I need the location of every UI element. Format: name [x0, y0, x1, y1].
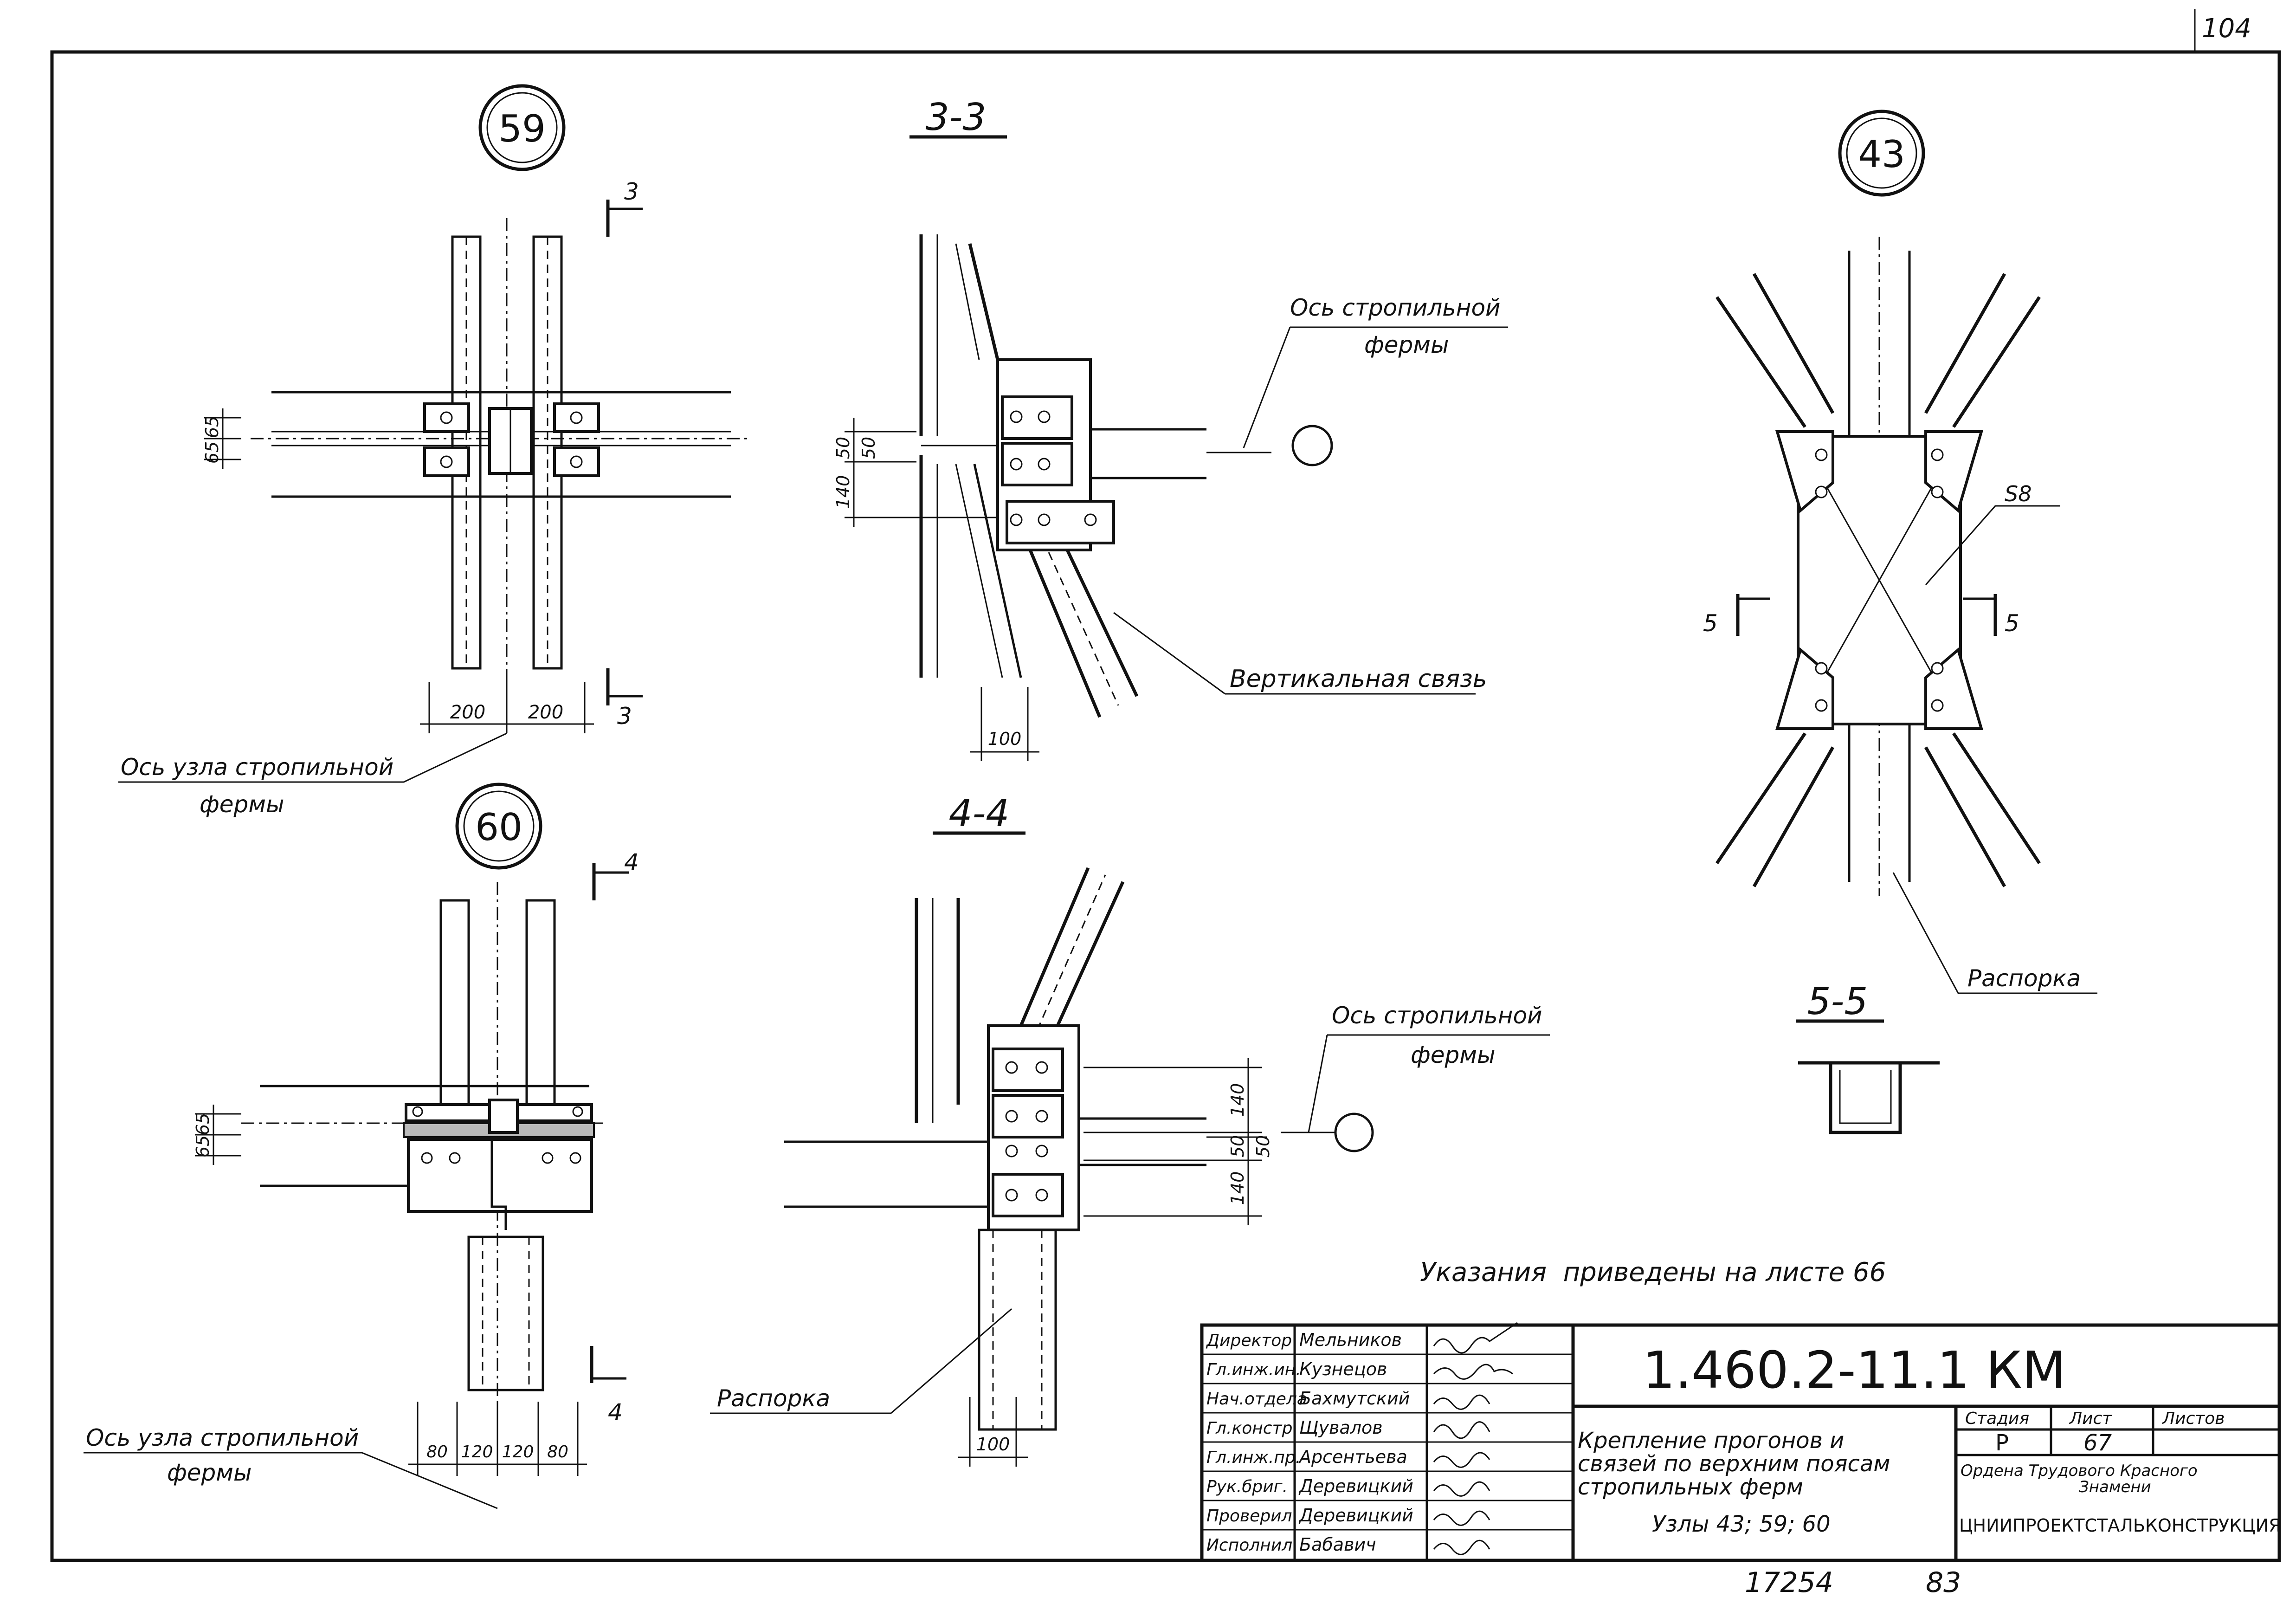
name-6: Деревицкий	[1298, 1505, 1413, 1526]
section-4-4-title: 4-4	[949, 792, 1010, 835]
strut-4-4	[978, 1229, 1057, 1431]
inventory-number: 17254	[1745, 1566, 1833, 1599]
description-line4: Узлы 43; 59; 60	[1652, 1511, 1831, 1537]
node-axis-label-59-line1: Ось узла стропильной	[121, 754, 393, 781]
dim-140-4-4-upper: 140	[1227, 1083, 1248, 1117]
truss-axis-label-3-3-line2: фермы	[1364, 331, 1449, 358]
title-block: Директор Гл.инж.ин. Нач.отдела Гл.констр…	[1200, 1322, 2281, 1562]
node-60-number: 60	[475, 806, 522, 849]
dim-65-60-upper: 65	[193, 1113, 213, 1135]
signatures	[1433, 1322, 1518, 1555]
node-59-circle	[478, 84, 566, 171]
org-name: ЦНИИПРОЕКТСТАЛЬКОНСТРУКЦИЯ	[1959, 1515, 2281, 1536]
strut-60	[467, 1235, 544, 1391]
dim-65-lower: 65	[202, 441, 222, 464]
name-3: Щувалов	[1299, 1417, 1383, 1438]
cut-3-top: 3	[624, 178, 639, 205]
drawing-code: 1.460.2-11.1 КМ	[1643, 1340, 2066, 1400]
dim-200-right: 200	[528, 702, 563, 723]
axis-bubble-3-3	[1291, 425, 1333, 466]
cut-4-top: 4	[624, 849, 639, 876]
section-4-4-view: 4-4 Ось стропильной фермы	[710, 792, 1550, 1467]
name-2: Бахмутский	[1299, 1388, 1410, 1409]
section-5-5-title: 5-5	[1807, 980, 1868, 1023]
general-note: Указания приведены на листе 66	[1420, 1257, 1886, 1287]
description-line1: Крепление прогонов и	[1578, 1428, 1844, 1454]
strut-label-4-4: Распорка	[717, 1385, 830, 1412]
dim-80-right: 80	[547, 1442, 568, 1462]
dim-140-3-3: 140	[833, 475, 853, 509]
sheet-value: 67	[2083, 1430, 2112, 1456]
cut-4-bottom: 4	[608, 1399, 623, 1426]
axis-bubble-4-4	[1334, 1112, 1374, 1152]
cut-5-left: 5	[1703, 610, 1718, 637]
truss-axis-label-4-4-line2: фермы	[1411, 1041, 1495, 1068]
dim-120-left: 120	[461, 1442, 493, 1462]
node-59-number: 59	[498, 107, 546, 150]
name-7: Бабавич	[1299, 1534, 1376, 1555]
node-60-gusset	[407, 1138, 593, 1213]
stage-value: Р	[1995, 1430, 2009, 1456]
role-0: Директор	[1206, 1331, 1292, 1350]
plate-thickness-label: S8	[2005, 481, 2032, 506]
sheet-frame	[50, 50, 2281, 1562]
description-line3: стропильных ферм	[1578, 1474, 1803, 1500]
node-axis-label-59-line2: фермы	[200, 791, 284, 818]
org-line2: Знамени	[2079, 1478, 2151, 1496]
name-0: Мельников	[1299, 1330, 1402, 1350]
dim-50-3-3-b: 50	[858, 437, 879, 459]
dim-100-4-4: 100	[976, 1434, 1010, 1455]
node-43-number: 43	[1858, 133, 1905, 176]
truss-axis-label-3-3-line1: Ось стропильной	[1290, 294, 1501, 321]
name-4: Арсентьева	[1298, 1447, 1407, 1467]
role-5: Рук.бриг.	[1206, 1477, 1288, 1496]
cut-3-bottom: 3	[617, 703, 632, 730]
cut-5-right: 5	[2005, 610, 2019, 637]
dim-140-4-4-lower: 140	[1227, 1171, 1248, 1205]
node-axis-label-60-line2: фермы	[167, 1459, 252, 1486]
role-2: Нач.отдела	[1206, 1390, 1307, 1409]
sheet-label: Лист	[2069, 1409, 2112, 1428]
sheets-label: Листов	[2161, 1409, 2225, 1428]
stage-label: Стадия	[1965, 1409, 2029, 1428]
page-number: 83	[1926, 1566, 1961, 1599]
description-line2: связей по верхним поясам	[1578, 1451, 1890, 1477]
dim-50-3-3-a: 50	[833, 437, 853, 459]
dim-65-60-lower: 65	[193, 1135, 213, 1158]
name-1: Кузнецов	[1299, 1359, 1387, 1379]
node-43-circle	[1838, 110, 1925, 197]
node-43-view: 43 S8 5 5	[1703, 110, 2097, 1134]
dim-65-upper: 65	[202, 416, 222, 438]
dim-120-right: 120	[502, 1442, 534, 1462]
node-60-view: 60 65 65 80 120	[84, 783, 639, 1509]
dim-80-left: 80	[426, 1442, 448, 1462]
dim-50-4-4-a: 50	[1227, 1135, 1248, 1158]
section-5-5-tube	[1829, 1063, 1902, 1134]
node-59-view: 59 65 65 200 200	[118, 84, 747, 818]
vertical-brace-label: Вертикальная связь	[1230, 665, 1487, 693]
node-axis-label-60-line1: Ось узла стропильной	[86, 1424, 359, 1451]
truss-axis-label-4-4-line1: Ось стропильной	[1332, 1002, 1542, 1029]
dim-200-left: 200	[450, 702, 485, 723]
dim-50-4-4-b: 50	[1253, 1135, 1273, 1158]
role-4: Гл.инж.пр.	[1206, 1448, 1301, 1467]
node-60-circle	[455, 783, 542, 870]
role-1: Гл.инж.ин.	[1206, 1360, 1301, 1379]
org-line1: Ордена Трудового Красного	[1961, 1462, 2198, 1480]
role-7: Исполнил	[1206, 1536, 1292, 1555]
dim-100-3-3: 100	[988, 729, 1022, 749]
section-3-3-view: 3-3 Ось стропильной	[833, 96, 1508, 761]
name-5: Деревицкий	[1298, 1476, 1413, 1496]
role-6: Проверил	[1206, 1507, 1292, 1526]
role-3: Гл.констр.	[1206, 1419, 1298, 1438]
corner-mark: 104	[2202, 13, 2251, 44]
section-3-3-title: 3-3	[926, 96, 987, 139]
strut-label-43: Распорка	[1967, 965, 2081, 992]
